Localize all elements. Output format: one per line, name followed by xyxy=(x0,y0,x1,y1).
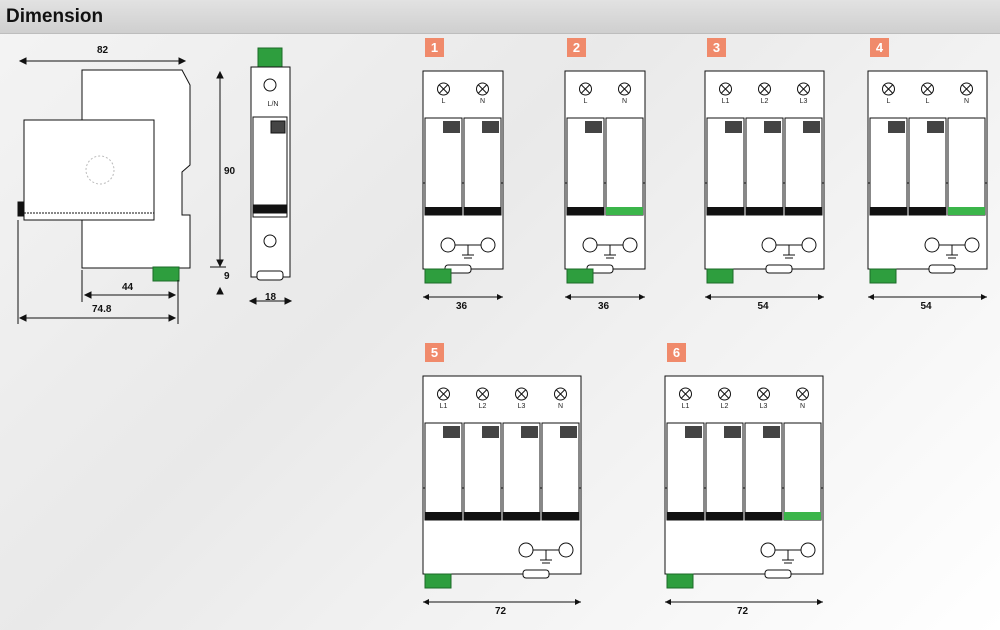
ground-screw-icon xyxy=(761,237,777,253)
variant-4-badge: 4 xyxy=(870,38,889,57)
front-terminal-label: L/N xyxy=(267,101,279,108)
variant-2-terminal-label: N xyxy=(621,98,628,105)
variant-4-terminal-label: L xyxy=(925,98,930,105)
variant-3-drawing xyxy=(704,70,825,300)
variant-3-width: 54 xyxy=(757,301,769,312)
variant-1-terminal-label: N xyxy=(479,98,486,105)
ground-screw-icon xyxy=(518,542,534,558)
dim-module-width-18: 18 xyxy=(265,292,277,303)
variant-4-width: 54 xyxy=(920,301,932,312)
variant-3-badge: 3 xyxy=(707,38,726,57)
front-view-drawing xyxy=(248,47,293,305)
ground-screw-icon xyxy=(964,237,980,253)
variant-6-drawing xyxy=(664,375,824,605)
ground-screw-icon xyxy=(801,237,817,253)
variant-5-width: 72 xyxy=(495,606,507,617)
ground-screw-icon xyxy=(760,542,776,558)
variant-5-terminal-label: L3 xyxy=(517,403,526,410)
dim-depth-74-8: 74.8 xyxy=(92,304,112,315)
side-view-drawing xyxy=(17,57,226,324)
variant-2-drawing xyxy=(564,70,646,300)
variant-6-terminal-label: N xyxy=(799,403,806,410)
variant-3-terminal-label: L3 xyxy=(799,98,808,105)
section-title: Dimension xyxy=(6,6,104,27)
variant-5-terminal-label: L1 xyxy=(439,403,448,410)
variant-2-terminal-label: L xyxy=(583,98,588,105)
dim-width-82: 82 xyxy=(97,45,109,56)
dim-height-90: 90 xyxy=(224,166,236,177)
variant-5-badge: 5 xyxy=(425,343,444,362)
ground-screw-icon xyxy=(440,237,456,253)
ground-screw-icon xyxy=(622,237,638,253)
variant-4-terminal-label: N xyxy=(963,98,970,105)
dim-foot-9: 9 xyxy=(224,271,230,282)
variant-2-badge: 2 xyxy=(567,38,586,57)
variant-6-terminal-label: L1 xyxy=(681,403,690,410)
variant-6-terminal-label: L2 xyxy=(720,403,729,410)
dim-depth-44: 44 xyxy=(122,282,134,293)
variant-6-badge: 6 xyxy=(667,343,686,362)
variant-4-terminal-label: L xyxy=(886,98,891,105)
variant-6-terminal-label: L3 xyxy=(759,403,768,410)
ground-screw-icon xyxy=(924,237,940,253)
variant-3-terminal-label: L2 xyxy=(760,98,769,105)
ground-screw-icon xyxy=(582,237,598,253)
section-header: Dimension xyxy=(0,0,1000,34)
ground-screw-icon xyxy=(480,237,496,253)
variant-4-drawing xyxy=(867,70,988,300)
variant-3-terminal-label: L1 xyxy=(721,98,730,105)
variant-2-width: 36 xyxy=(598,301,610,312)
variant-5-terminal-label: N xyxy=(557,403,564,410)
variant-1-drawing xyxy=(422,70,504,300)
ground-screw-icon xyxy=(800,542,816,558)
variant-5-terminal-label: L2 xyxy=(478,403,487,410)
ground-screw-icon xyxy=(558,542,574,558)
variant-1-width: 36 xyxy=(456,301,468,312)
variant-5-drawing xyxy=(422,375,582,605)
variant-1-terminal-label: L xyxy=(441,98,446,105)
variant-1-badge: 1 xyxy=(425,38,444,57)
variant-6-width: 72 xyxy=(737,606,749,617)
